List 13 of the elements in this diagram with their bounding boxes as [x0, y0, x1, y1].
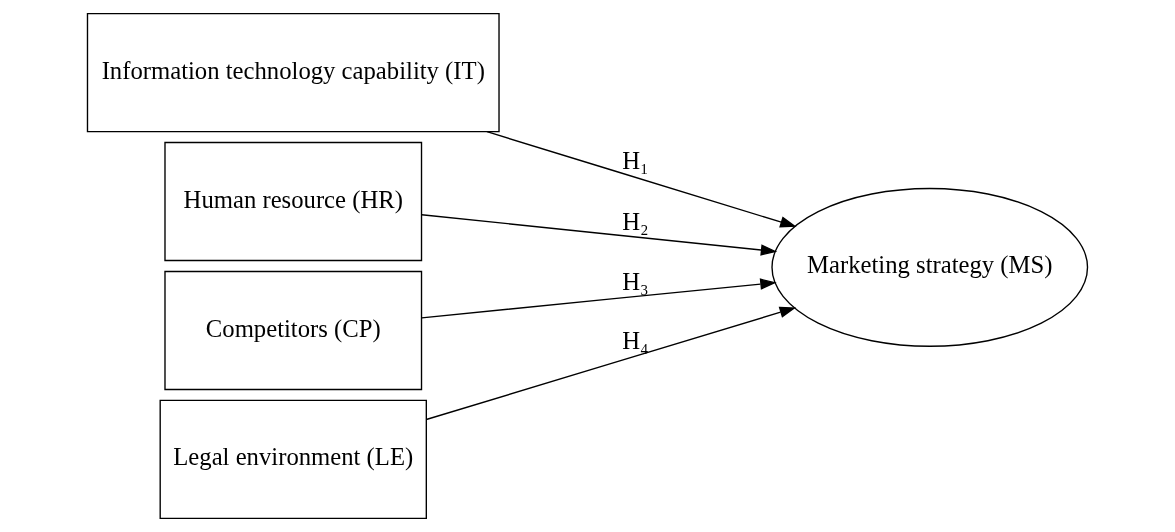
node-ellipse: Marketing strategy (MS) — [771, 187, 1089, 347]
edge-label: H₃ — [622, 267, 649, 295]
arrow — [421, 278, 777, 319]
edge-label: H₂ — [622, 207, 649, 235]
edge-label: H₁ — [622, 147, 649, 175]
arrow — [421, 214, 778, 256]
arrow — [425, 306, 797, 421]
arrow — [486, 131, 797, 228]
node-box: Competitors (CP) — [164, 270, 423, 391]
edge-label: H₄ — [622, 326, 649, 354]
node-box: Human resource (HR) — [164, 141, 423, 262]
node-box: Information technology capability (IT) — [86, 12, 500, 133]
node-box: Legal environment (LE) — [159, 399, 427, 520]
